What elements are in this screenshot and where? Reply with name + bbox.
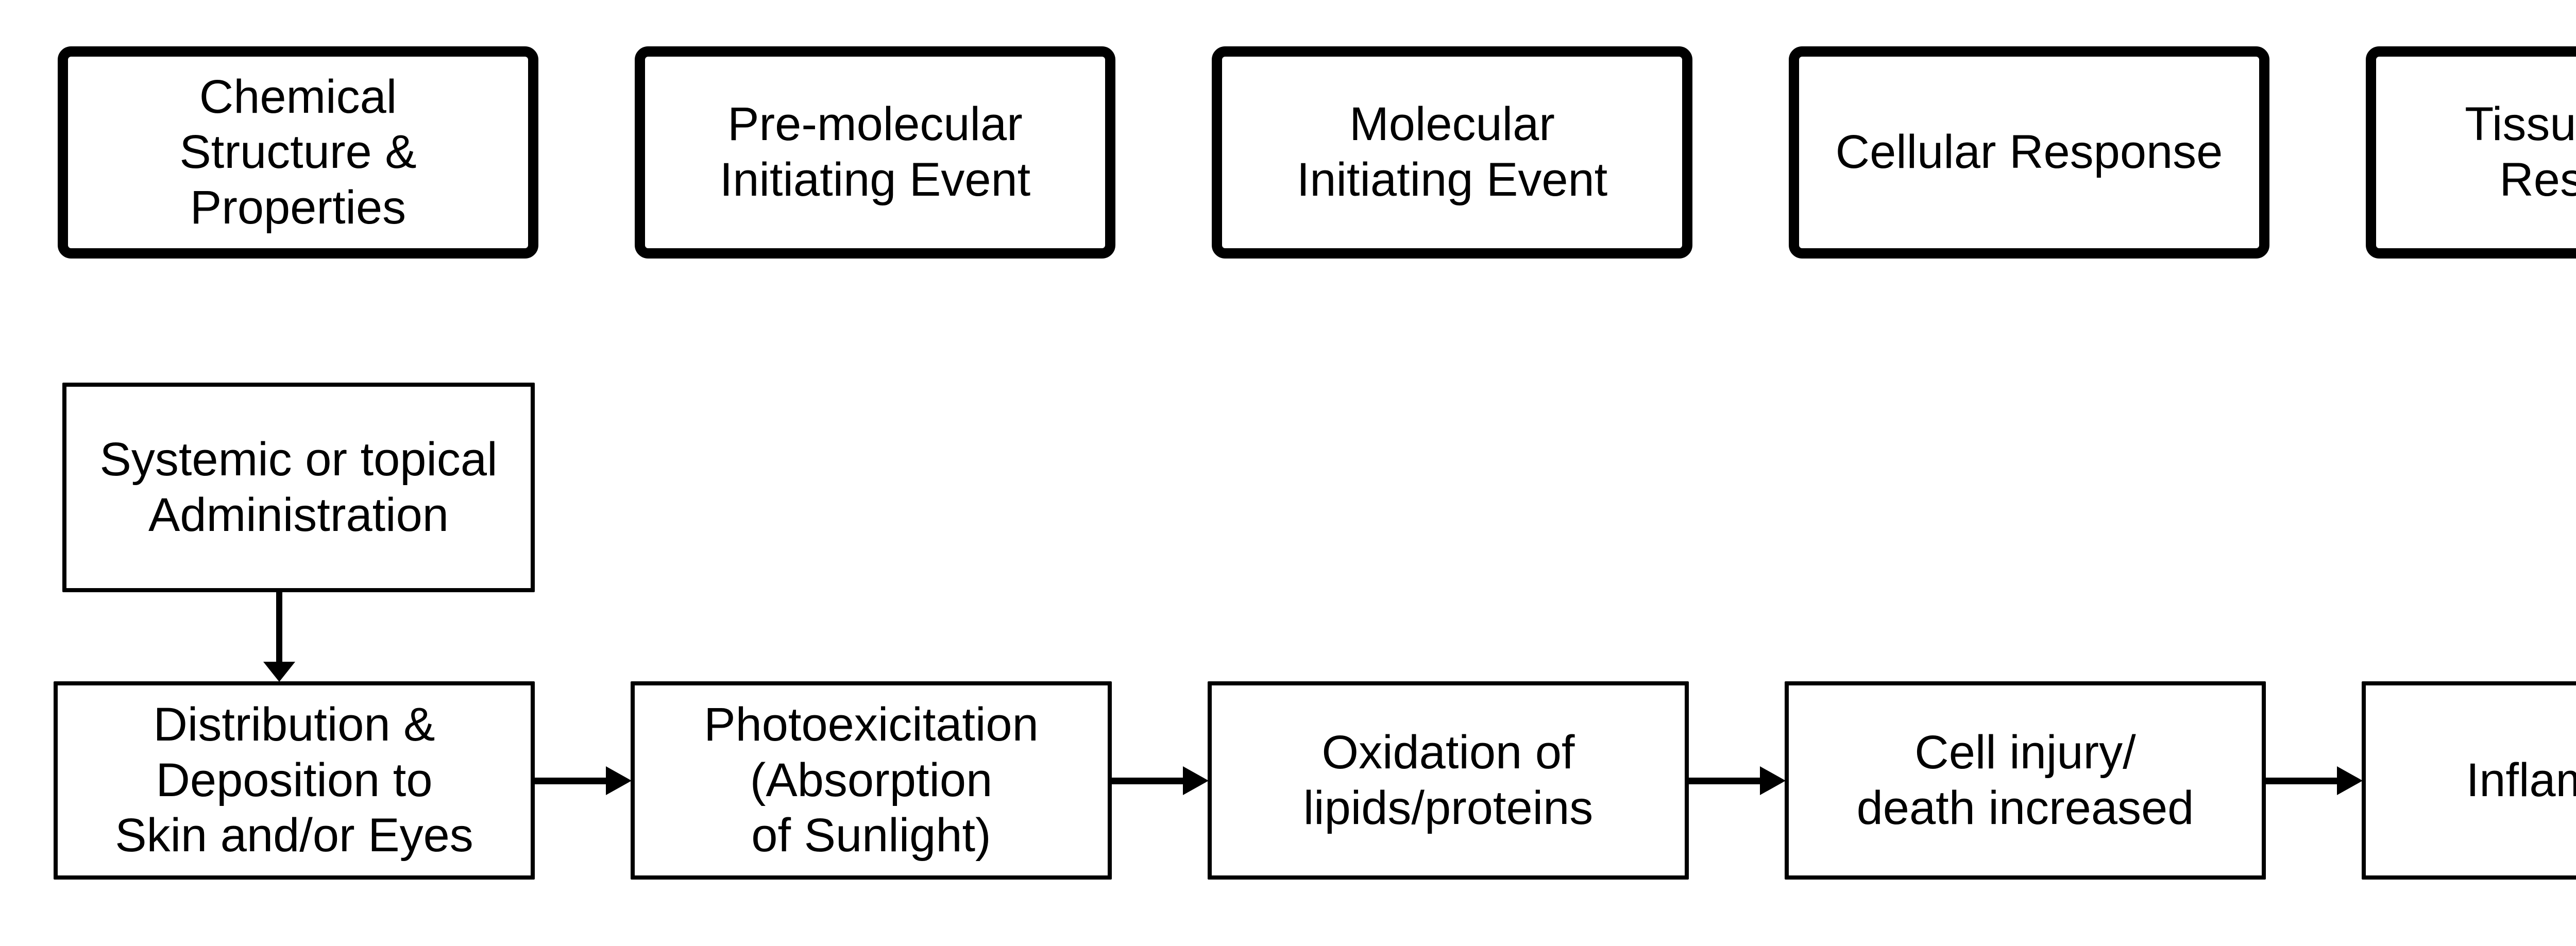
stage-box-tissue-organ-response: Tissue/OrganResponse	[2366, 46, 2576, 259]
box-inflammation: Inflammation	[2362, 681, 2576, 880]
arrow-oxidation-to-cell-injury-shaft	[1689, 778, 1760, 784]
stage-box-cellular-response: Cellular Response	[1789, 46, 2269, 259]
arrow-photoexicitation-to-oxidation-shaft	[1112, 778, 1183, 784]
box-cell-injury-death: Cell injury/death increased	[1785, 681, 2266, 880]
arrow-photoexicitation-to-oxidation-head	[1183, 766, 1209, 795]
arrow-cell-injury-to-inflammation-shaft	[2266, 778, 2337, 784]
arrow-administration-to-distribution-shaft	[276, 592, 282, 664]
box-label: Cell injury/death increased	[1856, 726, 2194, 834]
arrow-cell-injury-to-inflammation-head	[2337, 766, 2363, 795]
box-label: Inflammation	[2466, 753, 2576, 806]
box-label: Cellular Response	[1835, 126, 2223, 179]
arrow-distribution-to-photoexicitation-head	[606, 766, 632, 795]
arrow-administration-to-distribution-head	[263, 662, 295, 682]
arrow-oxidation-to-cell-injury-head	[1760, 766, 1786, 795]
arrow-distribution-to-photoexicitation-shaft	[535, 778, 606, 784]
box-label: Tissue/OrganResponse	[2465, 98, 2576, 206]
